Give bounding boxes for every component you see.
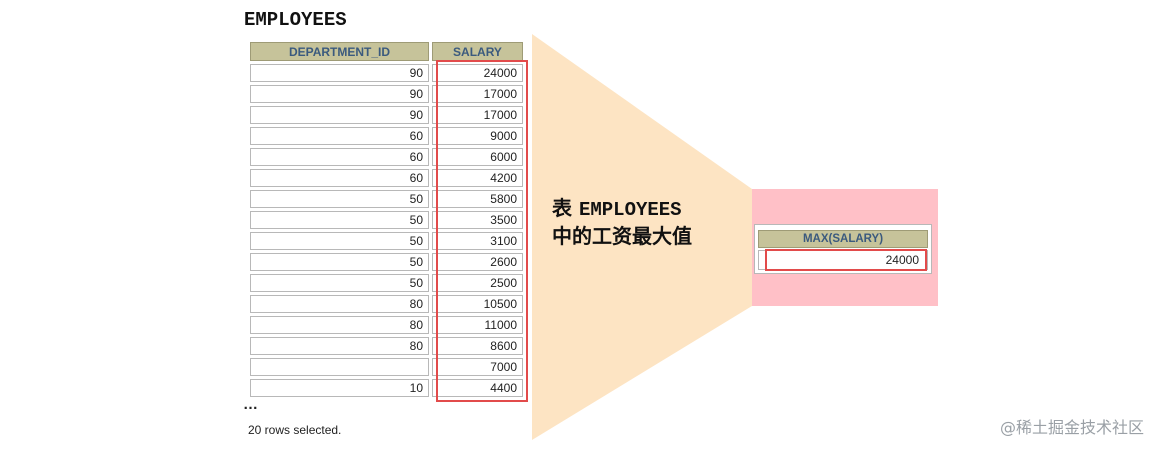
column-header-salary: SALARY: [432, 42, 523, 61]
cell-department-id: 50: [250, 211, 429, 229]
cell-department-id: 90: [250, 64, 429, 82]
cell-salary: 10500: [432, 295, 523, 313]
caption-table-name: EMPLOYEES: [578, 199, 682, 221]
cell-salary: 3100: [432, 232, 523, 250]
cell-salary: 9000: [432, 127, 523, 145]
table-title: EMPLOYEES: [244, 9, 347, 31]
funnel-polygon: [532, 34, 752, 440]
caption-line-2: 中的工资最大值: [552, 224, 692, 248]
cell-department-id: 50: [250, 232, 429, 250]
cell-department-id: 90: [250, 85, 429, 103]
cell-department-id: 60: [250, 148, 429, 166]
result-column-header: MAX(SALARY): [758, 230, 928, 248]
cell-department-id: 50: [250, 253, 429, 271]
cell-salary: 6000: [432, 148, 523, 166]
more-rows-ellipsis: …: [243, 396, 258, 413]
cell-department-id: 60: [250, 169, 429, 187]
salary-column-highlight: [436, 60, 528, 402]
cell-department-id: 80: [250, 316, 429, 334]
result-value-highlight: [765, 249, 927, 271]
cell-salary: 7000: [432, 358, 523, 376]
rows-selected-status: 20 rows selected.: [248, 423, 342, 437]
cell-department-id: 10: [250, 379, 429, 397]
caption: 表 EMPLOYEES 中的工资最大值: [552, 195, 692, 249]
caption-line-1: 表 EMPLOYEES: [552, 195, 692, 223]
watermark: @稀土掘金技术社区: [999, 418, 1144, 437]
table-row: 7000: [250, 358, 523, 376]
cell-department-id: [250, 358, 429, 376]
cell-salary: 2500: [432, 274, 523, 292]
cell-salary: 4400: [432, 379, 523, 397]
cell-salary: 3500: [432, 211, 523, 229]
column-header-department-id: DEPARTMENT_ID: [250, 42, 429, 61]
cell-salary: 17000: [432, 85, 523, 103]
cell-department-id: 50: [250, 190, 429, 208]
cell-salary: 17000: [432, 106, 523, 124]
caption-prefix: 表: [552, 196, 572, 220]
cell-department-id: 50: [250, 274, 429, 292]
table-header-row: DEPARTMENT_ID SALARY: [250, 42, 523, 61]
cell-department-id: 80: [250, 337, 429, 355]
cell-department-id: 90: [250, 106, 429, 124]
cell-department-id: 60: [250, 127, 429, 145]
cell-salary: 2600: [432, 253, 523, 271]
cell-salary: 4200: [432, 169, 523, 187]
cell-salary: 11000: [432, 316, 523, 334]
cell-salary: 5800: [432, 190, 523, 208]
cell-salary: 24000: [432, 64, 523, 82]
cell-salary: 8600: [432, 337, 523, 355]
cell-department-id: 80: [250, 295, 429, 313]
